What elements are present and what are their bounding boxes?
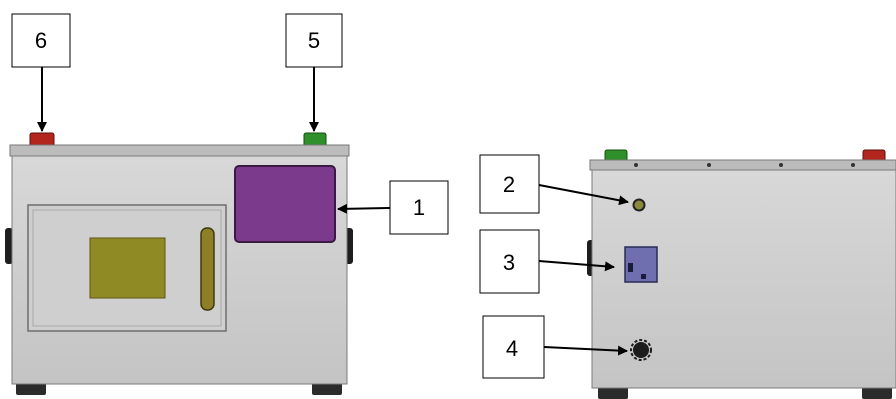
indicator-light: [632, 198, 646, 212]
power-switch: [628, 263, 633, 272]
callout-1: 1: [337, 180, 449, 235]
fuse-holder: [641, 274, 646, 279]
callout-2: 2: [479, 154, 629, 214]
callout-label: 5: [308, 28, 320, 53]
callout-box: [285, 13, 343, 68]
callout-arrow: [538, 260, 615, 272]
callout-3: 3: [479, 229, 615, 294]
callout-arrow: [538, 184, 629, 206]
rear-connector: [633, 342, 649, 358]
left-handle: [5, 228, 13, 264]
callout-box: [482, 315, 545, 379]
callout-5: 5: [285, 13, 343, 132]
callout-box: [11, 13, 71, 68]
rear-view: [587, 149, 896, 399]
callout-label: 4: [506, 336, 518, 361]
screw: [634, 163, 638, 167]
callout-arrow: [337, 203, 391, 214]
control-panel: [234, 165, 336, 243]
callout-label: 6: [35, 28, 47, 53]
callout-label: 3: [503, 250, 515, 275]
front-view: [5, 132, 353, 395]
front-top-lid: [9, 144, 350, 157]
callout-box: [389, 180, 449, 235]
viewing-window: [89, 237, 166, 299]
screw: [707, 163, 711, 167]
screw: [851, 163, 855, 167]
screw: [779, 163, 783, 167]
callout-4: 4: [482, 315, 628, 379]
callout-6: 6: [11, 13, 71, 132]
rear-connector-ring: [630, 339, 652, 361]
callout-label: 2: [503, 172, 515, 197]
chamber-door-inner: [32, 209, 222, 327]
door-handle: [200, 227, 215, 311]
callout-arrow: [543, 345, 628, 356]
callout-box: [479, 154, 540, 214]
callout-label: 1: [413, 195, 425, 220]
